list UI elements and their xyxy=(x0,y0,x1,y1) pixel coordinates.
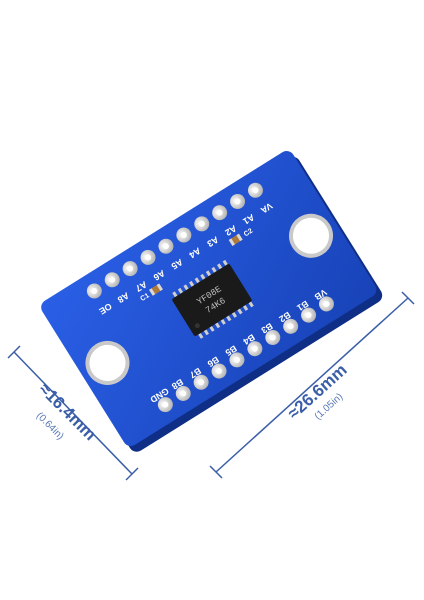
dimension-width-line xyxy=(215,297,409,473)
chip-lead-top-5 xyxy=(200,273,206,280)
chip-lead-bottom-8 xyxy=(242,304,249,311)
dimension-width-tick-right xyxy=(401,291,415,305)
chip-lead-top-7 xyxy=(211,266,217,273)
chip-lead-top-3 xyxy=(189,280,195,287)
pad-top-3-hole xyxy=(198,220,205,227)
dimension-height-line xyxy=(13,351,133,475)
capacitor-c1: C1 xyxy=(139,283,163,303)
chip-lead-bottom-0 xyxy=(198,332,204,339)
mounting-hole-left xyxy=(85,340,130,385)
pad-top-2-hole xyxy=(216,209,223,216)
chip-lead-bottom-9 xyxy=(248,301,254,308)
chip-body xyxy=(172,264,252,336)
pad-bottom-4-hole xyxy=(251,345,258,352)
capacitor-c2: C2 xyxy=(228,228,254,246)
pad-top-8-hole xyxy=(109,276,116,283)
ic-chip: YF08E 74K6 xyxy=(172,259,254,339)
chip-leads xyxy=(172,259,254,339)
dimension-width-tick-left xyxy=(209,465,223,479)
pad-row-bottom xyxy=(157,296,334,413)
label-c1: C1 xyxy=(139,292,150,303)
chip-lead-top-2 xyxy=(183,284,189,291)
pad-top-7-hole xyxy=(127,265,134,272)
pad-bottom-8-hole xyxy=(180,390,187,397)
pad-top-1-hole xyxy=(234,198,241,205)
dimension-height-tick-top xyxy=(7,345,21,359)
pad-row-top xyxy=(86,182,263,299)
pad-top-9-hole xyxy=(91,287,98,294)
chip-lead-bottom-7 xyxy=(237,308,243,315)
pad-bottom-3-hole xyxy=(269,334,276,341)
chip-lead-top-4 xyxy=(194,277,200,284)
dimension-height-tick-bottom xyxy=(125,467,139,481)
chip-lead-top-1 xyxy=(177,287,184,294)
pad-bottom-6-hole xyxy=(216,368,223,375)
pad-bottom-0-hole xyxy=(323,300,330,307)
chip-lead-bottom-1 xyxy=(203,329,210,336)
label-c2: C2 xyxy=(243,228,254,239)
chip-lead-bottom-3 xyxy=(215,322,221,329)
pad-top-4-hole xyxy=(180,232,187,239)
chip-lead-top-6 xyxy=(205,270,212,277)
chip-lead-bottom-2 xyxy=(209,325,215,332)
dimension-height-mm: ≈16.4mm xyxy=(35,379,100,444)
pad-top-6-hole xyxy=(145,254,152,261)
chip-lead-top-9 xyxy=(222,259,228,266)
pad-bottom-5-hole xyxy=(233,356,240,363)
chip-lead-bottom-5 xyxy=(226,315,232,322)
pad-bottom-1-hole xyxy=(305,312,312,319)
chip-lead-bottom-6 xyxy=(231,311,237,318)
chip-lead-bottom-4 xyxy=(220,318,226,325)
pad-top-0-hole xyxy=(252,187,259,194)
pad-bottom-2-hole xyxy=(287,323,294,330)
pad-bottom-9-hole xyxy=(162,401,169,408)
chip-pin1-dot xyxy=(194,323,200,329)
pad-top-5-hole xyxy=(162,243,169,250)
chip-lead-top-0 xyxy=(172,291,178,298)
chip-lead-top-8 xyxy=(217,263,223,270)
pad-bottom-7-hole xyxy=(198,379,205,386)
mounting-hole-right xyxy=(289,213,334,258)
